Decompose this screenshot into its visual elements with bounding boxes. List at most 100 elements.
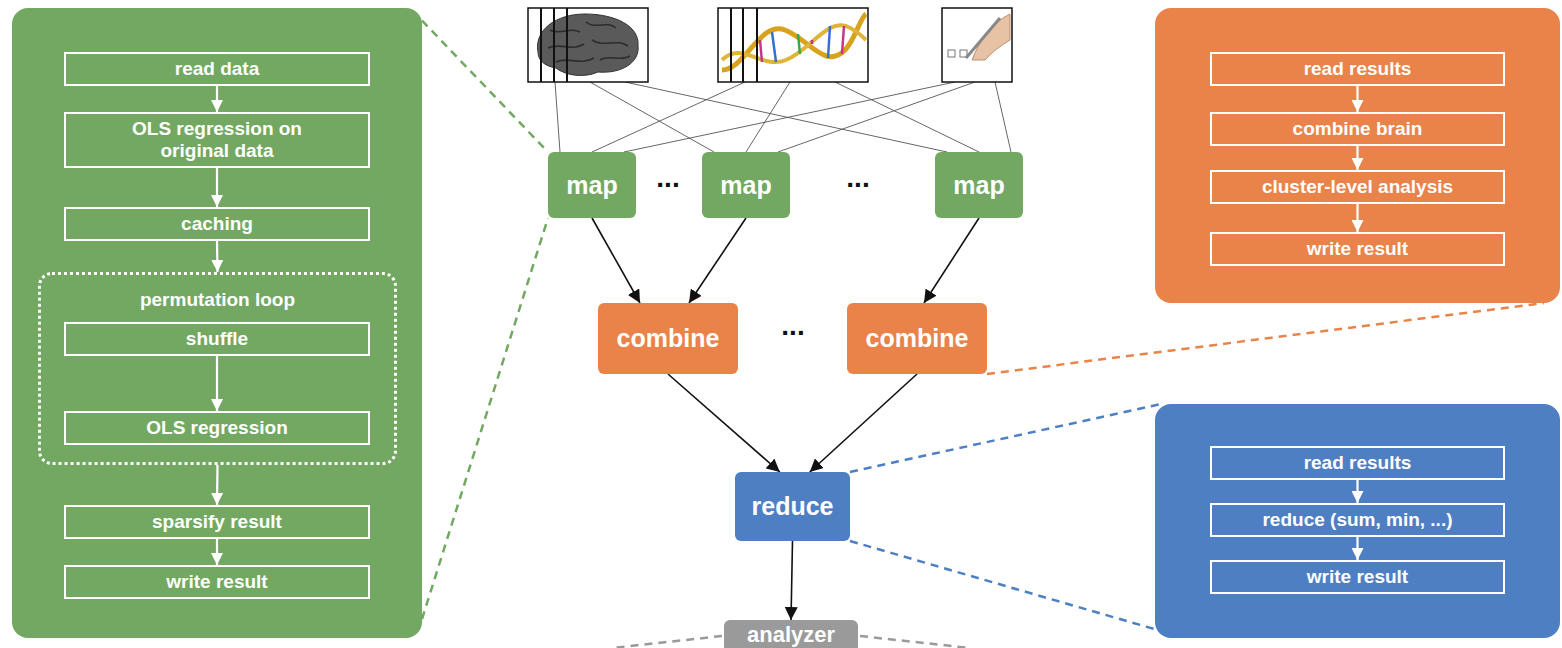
box-label: read results — [1304, 452, 1412, 474]
box-label: map — [953, 171, 1004, 200]
flow-arrow — [592, 218, 640, 303]
loop-box: permutation loop shuffleOLS regression — [38, 272, 397, 465]
input-line — [555, 82, 560, 152]
process-box: write result — [64, 565, 370, 599]
brain-image — [528, 8, 648, 82]
process-box: write result — [1210, 560, 1505, 594]
image-frame — [528, 8, 648, 82]
input-line — [624, 82, 955, 152]
box-label: caching — [181, 213, 253, 235]
input-line — [590, 82, 714, 152]
box-label: reduce (sum, min, ...) — [1262, 509, 1452, 531]
helix-rung — [842, 26, 844, 54]
helix-rung — [772, 32, 776, 62]
ellipsis-label: ... — [846, 164, 869, 192]
box-label: shuffle — [186, 328, 248, 350]
slice-line — [756, 8, 758, 82]
process-box: OLS regression on original data — [64, 112, 370, 168]
flow-arrow — [1356, 537, 1358, 560]
ellipsis-label: ... — [781, 312, 804, 340]
blue-panel-ground — [1155, 404, 1560, 638]
input-line — [778, 82, 975, 152]
box-label: OLS regression on original data — [111, 118, 323, 162]
flow-arrow — [689, 218, 746, 303]
box-label: OLS regression — [146, 417, 288, 439]
checkbox — [948, 50, 955, 57]
panel: read results combine brain cluster-level a… — [1155, 8, 1560, 303]
leader-line — [860, 636, 970, 648]
stage-box: map — [548, 152, 636, 218]
brain-shape — [538, 14, 639, 75]
process-box: reduce (sum, min, ...) — [1210, 503, 1505, 537]
helix-rung — [760, 40, 762, 62]
slice-line — [553, 8, 555, 82]
slice-line — [742, 8, 744, 82]
slice-line — [540, 8, 542, 82]
image-frame — [718, 8, 868, 82]
stage-box: combine — [598, 303, 738, 374]
stage-box: combine — [847, 303, 987, 374]
box-label: permutation loop — [140, 289, 295, 311]
box-label: map — [566, 171, 617, 200]
panel: read results reduce (sum, min, ...) write … — [1155, 404, 1560, 638]
green-panel-ground — [12, 8, 422, 638]
box-label: sparsify result — [152, 511, 282, 533]
box-label: write result — [1307, 238, 1408, 260]
slice-line — [566, 8, 568, 82]
process-box: cluster-level analysis — [1210, 170, 1505, 204]
flow-arrow — [924, 218, 979, 303]
process-box: read data — [64, 52, 370, 86]
box-label: read data — [175, 58, 259, 80]
pen — [966, 18, 1000, 58]
process-box: shuffle — [64, 322, 370, 356]
flow-arrow — [216, 241, 219, 272]
process-box: read results — [1210, 52, 1505, 86]
dna-image — [718, 8, 868, 82]
input-line — [746, 82, 790, 152]
box-label: map — [720, 171, 771, 200]
box-label: combine — [617, 324, 720, 353]
box-label: analyzer — [747, 622, 835, 647]
flow-arrow — [1356, 146, 1358, 170]
process-box: sparsify result — [64, 505, 370, 539]
box-label: write result — [1307, 566, 1408, 588]
flow-arrow — [791, 541, 793, 620]
input-line — [995, 82, 1011, 152]
flow-arrow — [216, 539, 218, 565]
brain-gyri — [548, 22, 630, 62]
box-label: write result — [166, 571, 267, 593]
orange-panel-ground — [1155, 8, 1560, 303]
box-label: cluster-level analysis — [1262, 176, 1453, 198]
flow-arrow — [810, 374, 917, 472]
zoom-leader — [987, 303, 1544, 374]
process-box: combine brain — [1210, 112, 1505, 146]
zoom-leader — [422, 21, 548, 152]
helix-rung — [798, 34, 800, 54]
flow-arrow — [1356, 204, 1358, 232]
flow-arrow — [1356, 480, 1358, 503]
input-line — [592, 82, 745, 152]
flow-arrow — [668, 374, 780, 472]
ellipsis-label: ... — [656, 164, 679, 192]
hand — [972, 14, 1010, 60]
slice-line — [730, 8, 732, 82]
process-box: write result — [1210, 232, 1505, 266]
process-box: read results — [1210, 446, 1505, 480]
flow-arrow — [216, 465, 219, 505]
zoom-leader — [850, 541, 1161, 631]
helix-rung — [828, 26, 830, 58]
leader-line — [612, 636, 722, 648]
helix-rung — [811, 40, 814, 44]
zoom-leader — [422, 218, 548, 619]
process-box: caching — [64, 207, 370, 241]
panel: read dataOLS regression on original data… — [12, 8, 422, 638]
questionnaire-image — [942, 8, 1012, 82]
box-label: read results — [1304, 58, 1412, 80]
process-box: OLS regression — [64, 411, 370, 445]
zoom-leader — [850, 404, 1161, 472]
flow-arrow — [216, 86, 218, 112]
image-frame — [942, 8, 1012, 82]
input-lines — [555, 82, 1011, 152]
